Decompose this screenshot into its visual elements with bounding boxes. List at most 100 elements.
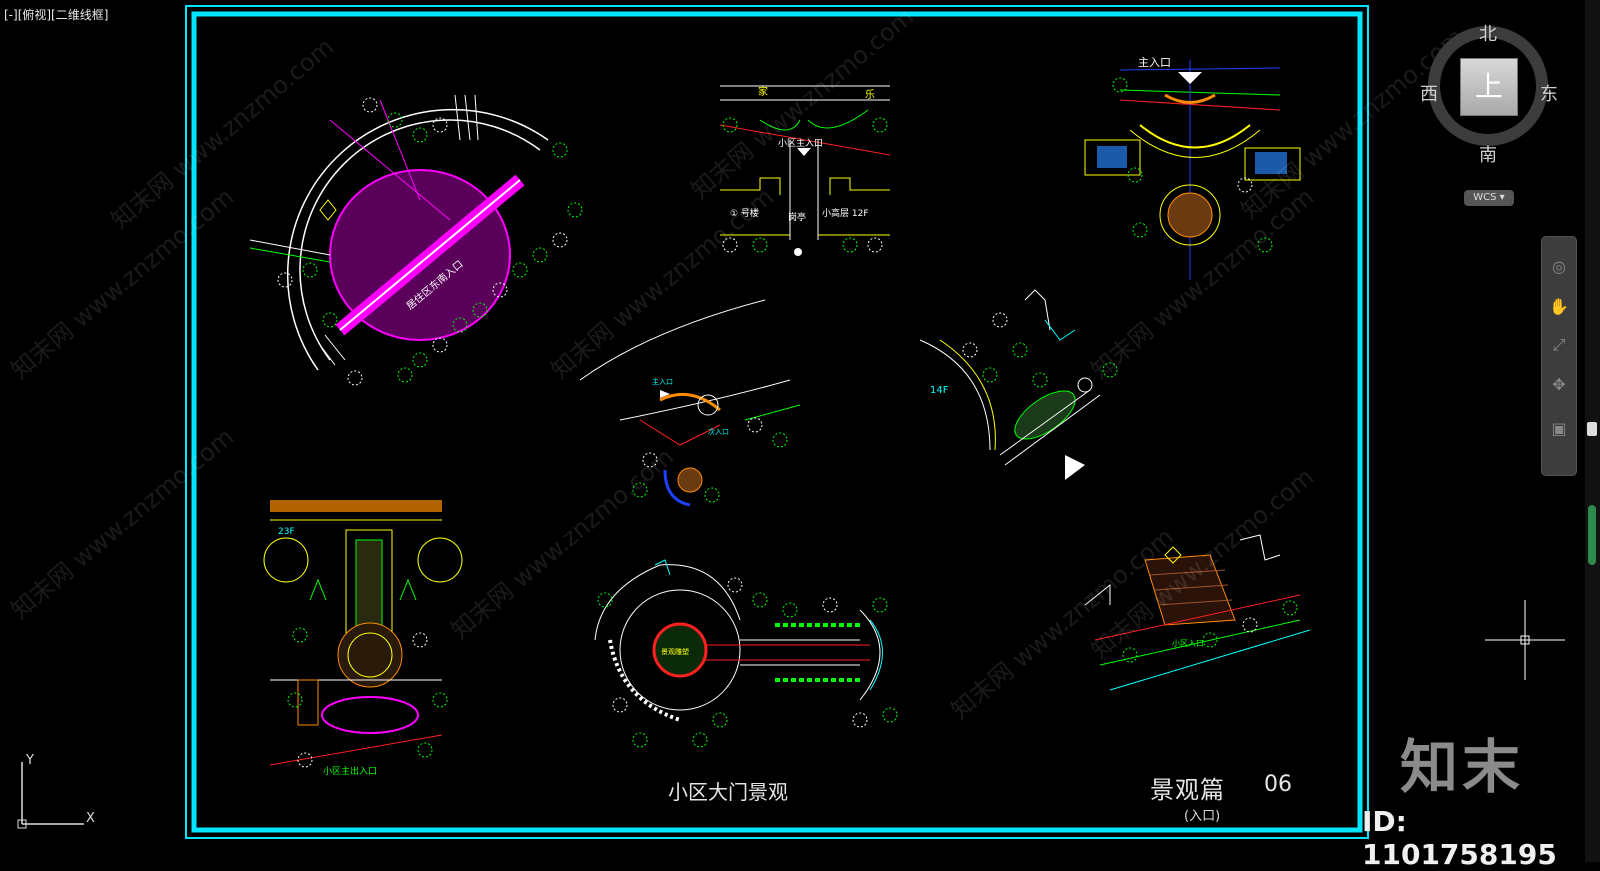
tree-symbol bbox=[322, 312, 338, 328]
tree-symbol bbox=[552, 232, 568, 248]
tree-symbol bbox=[1237, 177, 1253, 193]
tree-symbol bbox=[1202, 632, 1218, 648]
tree-symbol bbox=[512, 262, 528, 278]
tree-symbol bbox=[397, 367, 413, 383]
tree-symbol bbox=[872, 117, 888, 133]
sheet-subtitle: (入口) bbox=[1184, 809, 1221, 824]
pan-hand-icon[interactable]: ✋ bbox=[1549, 297, 1569, 316]
tree-symbol bbox=[277, 272, 293, 288]
tree-symbol bbox=[747, 417, 763, 433]
plan-center-curved bbox=[579, 299, 801, 507]
label-building-floors: 小高层 12F bbox=[822, 207, 869, 219]
label-entrance-small: 小区入口 bbox=[1172, 639, 1204, 648]
watermark-logo: 知末 bbox=[1400, 733, 1525, 801]
tree-symbol bbox=[692, 732, 708, 748]
view-cube-top-face[interactable]: 上 bbox=[1460, 58, 1518, 116]
tree-symbol bbox=[632, 732, 648, 748]
label-main-entrance-top: 主入口 bbox=[1138, 56, 1171, 69]
scroll-thumb[interactable] bbox=[1587, 422, 1597, 436]
tree-symbol bbox=[992, 312, 1008, 328]
tree-symbol bbox=[1112, 77, 1128, 93]
label-center-sculpture: 景观雕塑 bbox=[661, 647, 689, 656]
viewport-label[interactable]: [-][俯视][二维线框] bbox=[4, 8, 109, 22]
ucs-icon: Y X bbox=[17, 753, 95, 829]
showmotion-icon[interactable]: ▣ bbox=[1551, 419, 1567, 438]
tree-symbol bbox=[417, 742, 433, 758]
tree-symbol bbox=[287, 692, 303, 708]
tree-symbol bbox=[492, 282, 508, 298]
watermark-tile-text: 知末网 www.znzmo.com bbox=[446, 443, 679, 645]
tree-symbol bbox=[772, 432, 788, 448]
tree-symbol bbox=[752, 237, 768, 253]
plan-top-right bbox=[1084, 60, 1301, 280]
wcs-menu-button[interactable]: WCS ▾ bbox=[1464, 190, 1514, 206]
sheet-title: 景观篇 bbox=[1150, 776, 1225, 804]
tree-symbol bbox=[532, 247, 548, 263]
plan-diagonal-entrance bbox=[249, 94, 549, 371]
frame-outer bbox=[185, 5, 1369, 839]
crosshair-cursor bbox=[1485, 600, 1565, 680]
sheet-number: 06 bbox=[1264, 772, 1292, 797]
tree-symbol bbox=[472, 302, 488, 318]
zoom-extents-icon[interactable]: ⤢ bbox=[1552, 335, 1566, 354]
tree-symbol bbox=[727, 577, 743, 593]
vertical-scrollbar[interactable] bbox=[1585, 0, 1600, 862]
tree-symbol bbox=[452, 317, 468, 333]
tree-symbol bbox=[612, 697, 628, 713]
tree-symbol bbox=[1242, 617, 1258, 633]
tree-symbols bbox=[277, 77, 1298, 768]
plan-bottom-left bbox=[263, 500, 463, 766]
tree-symbol bbox=[752, 592, 768, 608]
tree-symbol bbox=[722, 117, 738, 133]
tree-symbol bbox=[347, 370, 363, 386]
tree-symbol bbox=[1127, 167, 1143, 183]
svg-text:Y: Y bbox=[25, 753, 34, 768]
tree-symbol bbox=[867, 237, 883, 253]
compass-north[interactable]: 北 bbox=[1479, 24, 1497, 45]
tree-symbol bbox=[782, 602, 798, 618]
steering-wheel-icon[interactable]: ◎ bbox=[1552, 257, 1566, 276]
view-cube[interactable]: 上 北 南 西 东 bbox=[1420, 20, 1560, 210]
label-main-entrance-mid: 主入口 bbox=[652, 377, 673, 386]
label-23f: 23F bbox=[278, 527, 295, 537]
compass-south[interactable]: 南 bbox=[1479, 145, 1497, 166]
tree-symbol bbox=[412, 352, 428, 368]
orbit-icon[interactable]: ✥ bbox=[1552, 375, 1566, 394]
tree-symbol bbox=[432, 337, 448, 353]
plan-bottom-center bbox=[594, 559, 883, 722]
tree-symbol bbox=[712, 712, 728, 728]
plan-right-oval bbox=[919, 289, 1101, 480]
compass-east[interactable]: 东 bbox=[1540, 84, 1558, 105]
tree-symbol bbox=[362, 97, 378, 113]
tree-symbol bbox=[642, 452, 658, 468]
tree-symbol bbox=[292, 627, 308, 643]
tree-symbol bbox=[722, 237, 738, 253]
tree-symbol bbox=[552, 142, 568, 158]
drawing-main-title: 小区大门景观 bbox=[668, 780, 788, 804]
watermark-tile-text: 知末网 www.znzmo.com bbox=[686, 3, 919, 205]
tree-symbol bbox=[704, 487, 720, 503]
tree-symbol bbox=[1012, 342, 1028, 358]
plan-bottom-right bbox=[1084, 534, 1311, 691]
tree-symbol bbox=[432, 692, 448, 708]
plan-main-entrance-center bbox=[719, 85, 891, 256]
compass-west[interactable]: 西 bbox=[1420, 84, 1438, 105]
frame-inner bbox=[191, 11, 1363, 833]
tree-symbol bbox=[882, 707, 898, 723]
tree-symbol bbox=[982, 367, 998, 383]
tree-symbol bbox=[412, 127, 428, 143]
tree-symbol bbox=[962, 342, 978, 358]
tree-symbol bbox=[1132, 222, 1148, 238]
tree-symbol bbox=[1102, 362, 1118, 378]
tree-symbol bbox=[387, 112, 403, 128]
watermark-id: ID: 1101758195 bbox=[1362, 805, 1557, 871]
tree-symbol bbox=[1122, 647, 1138, 663]
tree-symbol bbox=[632, 482, 648, 498]
tree-symbol bbox=[872, 597, 888, 613]
tree-symbol bbox=[302, 262, 318, 278]
label-home-right: 乐 bbox=[865, 89, 875, 101]
tree-symbol bbox=[1282, 600, 1298, 616]
tree-symbol bbox=[567, 202, 583, 218]
